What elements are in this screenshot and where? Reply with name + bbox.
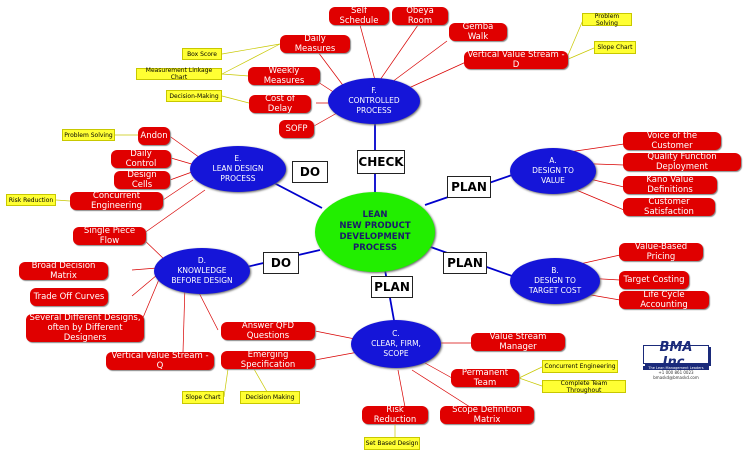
node-self-schedule[interactable]: Self Schedule (329, 6, 389, 26)
node-weekly-measures[interactable]: Weekly Measures (248, 66, 320, 86)
node-andon[interactable]: Andon (138, 127, 170, 145)
node-daily-control[interactable]: Daily Control (111, 149, 171, 169)
note-decision-making-top: Decision-Making (166, 90, 222, 102)
hub-d-knowledge-before-design[interactable]: D. KNOWLEDGE BEFORE DESIGN (154, 248, 250, 294)
node-broad-decision-matrix[interactable]: Broad Decision Matrix (19, 261, 108, 281)
node-concurrent-engineering[interactable]: Concurrent Engineering (70, 191, 163, 211)
hub-e-lean-design-process[interactable]: E. LEAN DESIGN PROCESS (190, 146, 286, 192)
node-trade-off-curves[interactable]: Trade Off Curves (30, 288, 108, 306)
note-box-score: Box Score (182, 48, 222, 60)
note-complete-team-throughout: Complete Team Throughout (542, 380, 626, 394)
node-obeya-room[interactable]: Obeya Room (392, 6, 448, 26)
node-single-piece-flow[interactable]: Single Piece Flow (73, 226, 146, 246)
node-vertical-value-stream-d[interactable]: Vertical Value Stream - D (464, 50, 568, 70)
node-scope-definition-matrix[interactable]: Scope Definition Matrix (440, 405, 534, 425)
note-set-based-design: Set Based Design (364, 437, 420, 450)
node-permanent-team[interactable]: Permanent Team (451, 368, 519, 388)
note-measurement-linkage-chart: Measurement Linkage Chart (136, 67, 222, 81)
phase-label-plan-c: PLAN (371, 276, 413, 298)
phase-label-do-d: DO (263, 252, 299, 274)
hub-a-design-to-value[interactable]: A. DESIGN TO VALUE (510, 148, 596, 194)
node-voice-of-the-customer[interactable]: Voice of the Customer (623, 131, 721, 151)
phase-label-check: CHECK (357, 150, 405, 174)
logo-tagline: The Lean Management Leaders (643, 366, 709, 370)
hub-b-design-to-target-cost[interactable]: B. DESIGN TO TARGET COST (510, 258, 600, 304)
logo-name: BMA Inc. (643, 340, 709, 370)
node-daily-measures[interactable]: Daily Measures (280, 34, 350, 54)
node-risk-reduction[interactable]: Risk Reduction (362, 405, 428, 425)
node-value-based-pricing[interactable]: Value-Based Pricing (619, 242, 703, 262)
logo-phone: +1 000 861 0023 (658, 370, 694, 375)
node-answer-qfd-questions[interactable]: Answer QFD Questions (221, 321, 315, 341)
logo-email: bmaskd@bmaskd.com (653, 375, 699, 380)
node-target-costing[interactable]: Target Costing (619, 271, 689, 289)
note-risk-reduction: Risk Reduction (6, 194, 56, 206)
node-life-cycle-accounting[interactable]: Life Cycle Accounting (619, 290, 709, 310)
node-design-cells[interactable]: Design Cells (114, 170, 170, 190)
note-slope-chart-top: Slope Chart (594, 41, 636, 54)
node-sofp[interactable]: SOFP (279, 120, 314, 138)
node-quality-function-deployment[interactable]: Quality Function Deployment (623, 152, 741, 172)
phase-label-plan-b: PLAN (443, 252, 487, 274)
node-vertical-value-stream-q[interactable]: Vertical Value Stream - Q (106, 351, 214, 371)
center-node[interactable]: LEAN NEW PRODUCT DEVELOPMENT PROCESS (315, 192, 435, 272)
phase-label-do-e: DO (292, 161, 328, 183)
hub-f-controlled-process[interactable]: F. CONTROLLED PROCESS (328, 78, 420, 124)
node-several-different-designs[interactable]: Several Different Designs, often by Diff… (26, 313, 144, 343)
note-problem-solving-left: Problem Solving (62, 129, 115, 141)
node-gemba-walk[interactable]: Gemba Walk (449, 22, 507, 42)
phase-label-plan-a: PLAN (447, 176, 491, 198)
note-problem-solving-top: Problem Solving (582, 13, 632, 27)
node-cost-of-delay[interactable]: Cost of Delay (249, 94, 311, 114)
node-emerging-specification[interactable]: Emerging Specification (221, 350, 315, 370)
hub-c-clear-firm-scope[interactable]: C. CLEAR, FIRM, SCOPE (351, 320, 441, 368)
node-value-stream-manager[interactable]: Value Stream Manager (471, 332, 565, 352)
bma-logo: BMA Inc. The Lean Management Leaders +1 … (643, 340, 709, 380)
note-decision-making-bottom: Decision Making (240, 391, 300, 404)
note-concurrent-engineering: Concurrent Engineering (542, 360, 618, 373)
note-slope-chart-bottom: Slope Chart (182, 391, 224, 404)
node-kano-value-definitions[interactable]: Kano Value Definitions (623, 175, 717, 195)
node-customer-satisfaction[interactable]: Customer Satisfaction (623, 197, 715, 217)
